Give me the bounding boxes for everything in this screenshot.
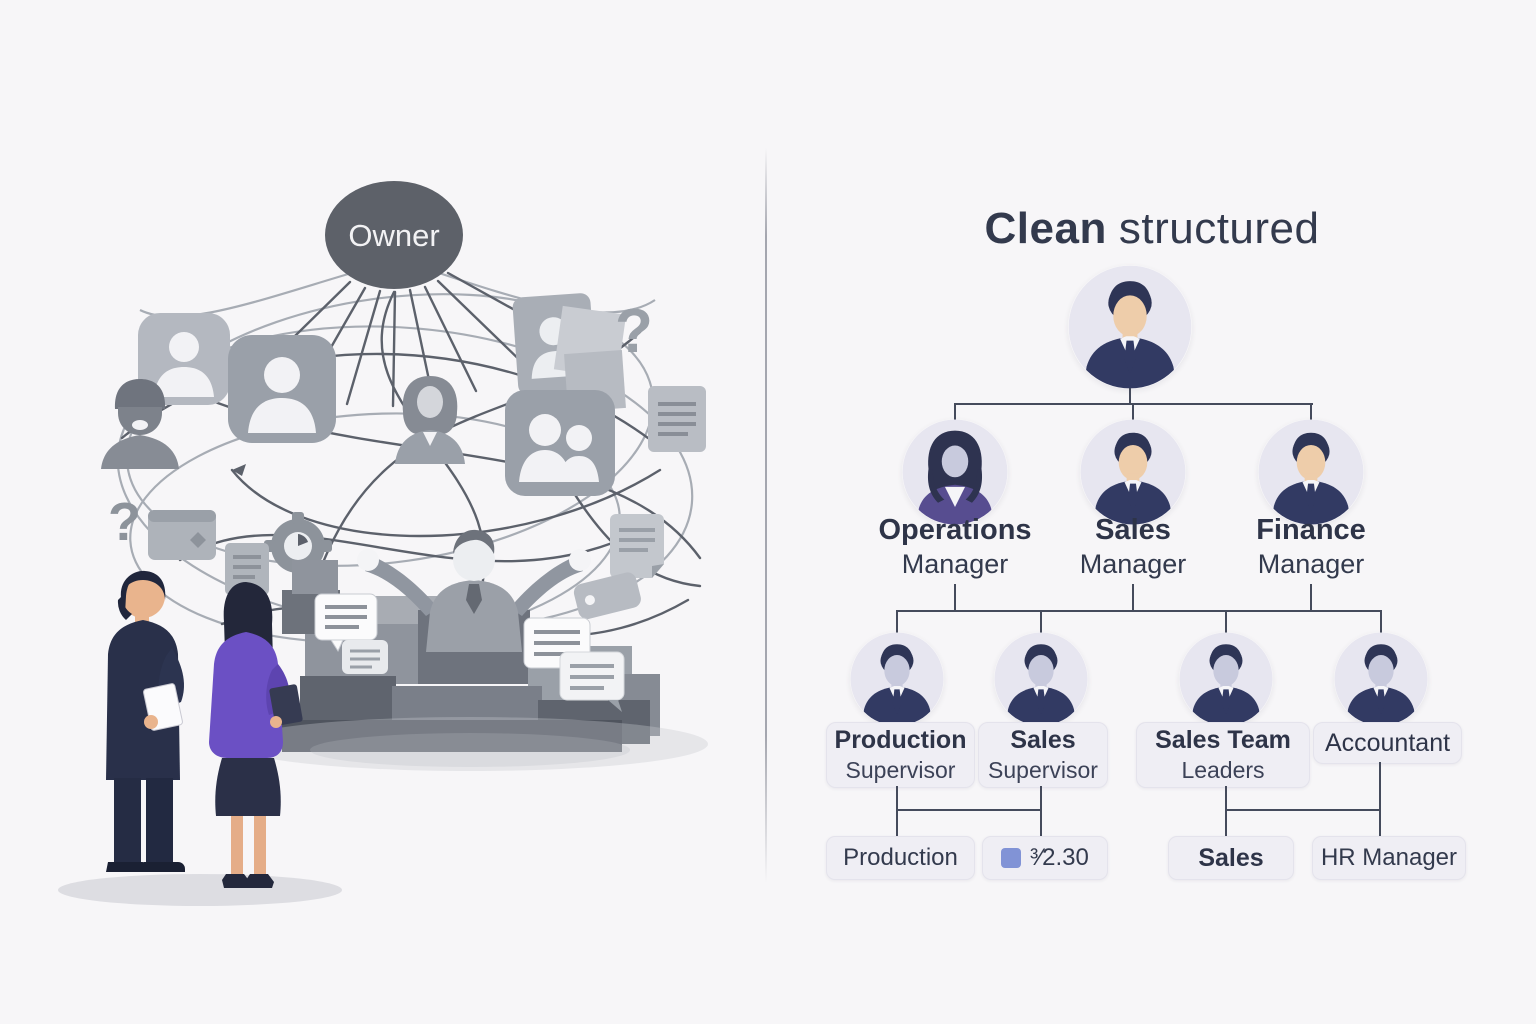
finance-manager-avatar bbox=[1258, 419, 1364, 525]
speech-bubble-icon bbox=[314, 593, 378, 653]
ground-shadow bbox=[232, 717, 708, 771]
bearded-man-icon bbox=[101, 379, 179, 469]
woman-silhouette-icon bbox=[395, 376, 465, 464]
owner-avatar bbox=[1068, 265, 1192, 389]
hr-manager-box: HR Manager bbox=[1312, 836, 1466, 880]
panel-divider bbox=[765, 148, 767, 883]
sales-supervisor-box: Sales Supervisor bbox=[978, 722, 1108, 788]
speech-bubble-icon bbox=[342, 640, 388, 674]
sales-team-leaders-avatar bbox=[1179, 632, 1273, 726]
owner-node: Owner bbox=[325, 181, 463, 289]
accountant-avatar bbox=[1334, 632, 1428, 726]
note-icon bbox=[225, 543, 269, 595]
person-icon bbox=[138, 313, 230, 405]
sales-manager-label: Sales Manager bbox=[1079, 514, 1187, 580]
production-supervisor-box: Production Supervisor bbox=[826, 722, 975, 788]
tag-icon bbox=[573, 572, 641, 620]
production-supervisor-avatar bbox=[850, 632, 944, 726]
operations-manager-label: Operations Manager bbox=[878, 514, 1032, 580]
connector-line bbox=[1129, 388, 1131, 405]
connector-line bbox=[896, 809, 1042, 811]
connector-line bbox=[1040, 786, 1042, 836]
finance-manager-label: Finance Manager bbox=[1256, 514, 1366, 580]
connector-line bbox=[1310, 584, 1312, 611]
sales-supervisor-avatar bbox=[994, 632, 1088, 726]
chart-title-word2: structured bbox=[1118, 204, 1320, 253]
folder-icon bbox=[148, 510, 216, 560]
connector-line bbox=[1379, 762, 1381, 836]
accountant-box: Accountant bbox=[1313, 722, 1462, 764]
connector-line bbox=[1040, 610, 1042, 633]
connector-line bbox=[896, 610, 898, 633]
chart-title-word1: Clean bbox=[984, 204, 1107, 253]
connector-line bbox=[1310, 403, 1312, 420]
connector-line bbox=[896, 610, 1382, 612]
production-box: Production bbox=[826, 836, 975, 880]
group-icon bbox=[505, 390, 615, 496]
connector-line bbox=[1225, 809, 1381, 811]
connector-line bbox=[1132, 584, 1134, 611]
speech-bubble-icon bbox=[559, 651, 625, 712]
connector-line bbox=[954, 584, 956, 611]
sales-box: Sales bbox=[1168, 836, 1294, 880]
metric-box: ³⁄2.30 bbox=[982, 836, 1108, 880]
connector-line bbox=[1225, 610, 1227, 633]
paper-sheets-icon bbox=[553, 305, 627, 412]
businessman-with-tablet bbox=[106, 570, 185, 872]
operations-manager-avatar bbox=[902, 419, 1008, 525]
observers-shadow bbox=[58, 874, 342, 906]
connector-line bbox=[1225, 786, 1227, 836]
owner-label: Owner bbox=[348, 218, 439, 253]
connector-line bbox=[1132, 403, 1134, 420]
blue-square-icon bbox=[1001, 848, 1022, 868]
question-mark-icon: ? bbox=[615, 297, 653, 366]
businesswoman-with-tablet bbox=[209, 582, 303, 888]
person-icon bbox=[228, 335, 336, 443]
document-icon bbox=[648, 386, 706, 452]
messy-structure-scene: Owner bbox=[58, 181, 708, 906]
sales-team-leaders-box: Sales Team Leaders bbox=[1136, 722, 1310, 788]
note-icon bbox=[610, 514, 664, 578]
overwhelmed-man-figure bbox=[357, 529, 591, 652]
connector-line bbox=[954, 403, 956, 420]
connector-line bbox=[1380, 610, 1382, 633]
connector-line bbox=[896, 786, 898, 836]
sales-manager-avatar bbox=[1080, 419, 1186, 525]
question-mark-icon: ? bbox=[108, 492, 141, 552]
